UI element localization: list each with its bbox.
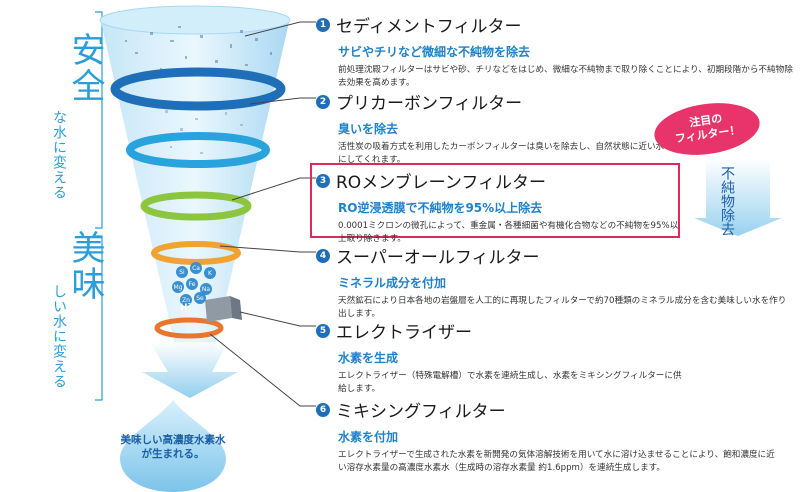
step-description: 活性炭の吸着方式を利用したカーボンフィルターは臭いを除去し、自然状態に近い水にし… [338, 142, 665, 165]
step-electrolyzer: 5 エレクトライザー 水素を生成 エレクトライザー（特殊電解槽）で水素を連続生成… [316, 318, 688, 396]
water-arrow [142, 342, 238, 398]
leader-lines [209, 21, 316, 407]
step-subtitle: ミネラル成分を付加 [338, 276, 447, 290]
step-description: エレクトライザーで生成された水素を新開発の気体溶解技術を用いて水に溶け込ませるこ… [338, 450, 775, 473]
mineral-bubble: Zn [180, 294, 192, 306]
drop-caption: 美味しい高濃度水素水 が生まれる。 [118, 433, 228, 461]
step-number: 4 [316, 248, 330, 263]
mineral-bubble: Ca [190, 262, 202, 274]
step-description: 0.0001ミクロンの微孔によって、重金属・各種細菌や有機化合物などの不純物を9… [338, 221, 679, 244]
safe-label: 安全 な水に変える [51, 32, 105, 200]
electrolyzer-unit [205, 296, 242, 322]
water-drop [120, 400, 226, 492]
step-description: エレクトライザー（特殊電解槽）で水素を連続生成し、水素をミキシングフィルターに供… [338, 371, 682, 394]
safe-small-text: な水に変える [51, 110, 67, 200]
tasty-label: 美味 しい水に変える [51, 230, 105, 389]
step-number: 5 [316, 323, 330, 338]
step-precarbon: 2 プリカーボンフィルター 臭いを除去 活性炭の吸着方式を利用したカーボンフィル… [316, 89, 668, 167]
mineral-bubble: Se [194, 292, 206, 304]
mineral-bubble: Fe [186, 278, 198, 290]
cone-top [99, 5, 291, 35]
step-subtitle: 水素を付加 [338, 430, 399, 444]
drop-caption-line2: が生まれる。 [141, 448, 205, 460]
step-mixing: 6 ミキシングフィルター 水素を付加 エレクトライザーで生成された水素を新開発の… [316, 397, 783, 475]
tasty-small-text: しい水に変える [51, 284, 67, 389]
step-title: ミキシングフィルター [336, 402, 506, 422]
step-subtitle: サビやチリなど微細な不純物を除去 [338, 45, 531, 59]
step-title: セディメントフィルター [336, 17, 522, 37]
ring-sediment [110, 67, 286, 111]
step-superall: 4 スーパーオールフィルター ミネラル成分を付加 天然鉱石により日本各地の岩盤層… [316, 243, 793, 321]
left-brackets [95, 11, 103, 401]
mineral-bubble: Mg [172, 281, 184, 293]
step-title: エレクトライザー [336, 323, 472, 343]
mineral-bubble: Si [176, 266, 188, 278]
ring-ro [140, 191, 252, 221]
ring-mixing [154, 317, 224, 339]
step-number: 1 [316, 17, 330, 32]
drop-caption-line1: 美味しい高濃度水素水 [120, 434, 226, 446]
h2-label: H² [180, 303, 192, 313]
step-sediment: 1 セディメントフィルター サビやチリなど微細な不純物を除去 前処理沈殿フィルタ… [316, 12, 793, 90]
step-description: 天然鉱石により日本各地の岩盤層を人工的に再現したフィルターで約70種類のミネラル… [338, 296, 787, 319]
step-ro-membrane: 3 ROメンブレーンフィルター RO逆浸透膜で不純物を95%以上除去 0.000… [316, 168, 683, 246]
step-subtitle: RO逆浸透膜で不純物を95%以上除去 [338, 201, 543, 215]
step-number: 3 [316, 173, 330, 188]
step-number: 2 [316, 94, 330, 109]
step-description: 前処理沈殿フィルターはサビや砂、チリなどをはじめ、微細な不純物まで取り除くことに… [338, 65, 793, 88]
step-title: スーパーオールフィルター [336, 248, 540, 268]
safe-big-text: 安全 [65, 32, 105, 104]
tasty-big-text: 美味 [65, 230, 105, 302]
step-title: ROメンブレーンフィルター [336, 173, 546, 193]
step-title: プリカーボンフィルター [336, 94, 523, 114]
step-number: 6 [316, 402, 330, 417]
ro-highlight-box [310, 163, 680, 238]
impurity-removal-label: 不純物除去 [719, 166, 735, 236]
step-subtitle: 臭いを除去 [338, 122, 399, 136]
ring-precarbon [126, 132, 270, 168]
impurity-removal-arrow [694, 158, 782, 236]
mineral-bubble: K [204, 267, 216, 279]
step-subtitle: 水素を生成 [338, 351, 399, 365]
